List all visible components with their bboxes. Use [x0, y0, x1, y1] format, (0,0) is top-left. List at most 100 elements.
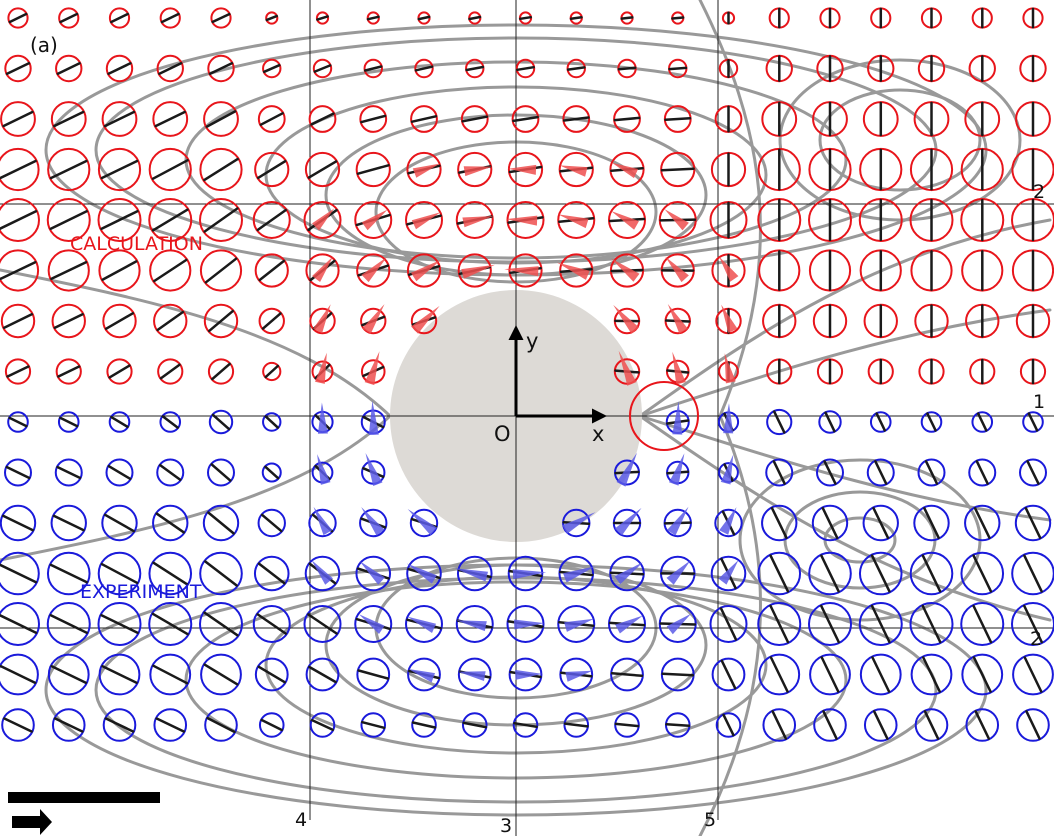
- calculation-glyph: [665, 351, 690, 385]
- polarization-axis: [53, 110, 85, 128]
- calculation-glyph: [721, 11, 736, 25]
- polarization-ellipse: [254, 253, 289, 288]
- experiment-glyph: [909, 602, 954, 646]
- experiment-glyph: [261, 462, 282, 483]
- contour-line: [638, 414, 1052, 522]
- polarization-ellipse: [315, 11, 330, 25]
- polarization-axis: [363, 65, 383, 72]
- experiment-glyph: [859, 653, 902, 696]
- polarization-axis: [152, 561, 189, 586]
- polarization-ellipse: [914, 708, 949, 742]
- polarization-ellipse: [559, 657, 594, 692]
- polarization-axis: [50, 665, 88, 684]
- experiment-glyph: [148, 602, 193, 646]
- experiment-glyph: [809, 653, 851, 696]
- experiment-glyph: [863, 708, 898, 742]
- polarization-axis: [872, 710, 889, 740]
- line-label-2-upper: 2: [1033, 181, 1045, 203]
- experiment-glyph: [200, 653, 242, 696]
- polarization-axis: [921, 554, 942, 593]
- polarization-ellipse: [508, 253, 543, 288]
- calculation-glyph: [960, 147, 1004, 192]
- calculation-glyph: [465, 58, 485, 79]
- calculation-glyph: [816, 54, 844, 83]
- experiment-glyph: [917, 458, 946, 487]
- flow-arrow: [407, 509, 437, 536]
- y-axis-label: y: [526, 329, 538, 353]
- panel-label: (a): [30, 33, 58, 57]
- experiment-glyph: [97, 551, 142, 596]
- calculation-glyph: [51, 303, 86, 339]
- polarization-ellipse: [714, 508, 743, 538]
- flow-arrow: [724, 353, 736, 384]
- polarization-ellipse: [51, 303, 86, 339]
- calculation-glyph: [757, 198, 802, 242]
- polarization-ellipse: [557, 605, 596, 643]
- flow-arrow: [618, 350, 637, 386]
- polarization-axis: [563, 722, 589, 728]
- contour-line: [638, 308, 1052, 418]
- experiment-glyph: [960, 602, 1005, 646]
- experiment-glyph: [0, 504, 37, 542]
- experiment-glyph: [1014, 504, 1052, 542]
- polarization-axis: [153, 258, 188, 283]
- polarization-axis: [513, 721, 538, 729]
- flow-arrow: [611, 258, 640, 282]
- polarization-axis: [610, 671, 644, 678]
- flow-arrow: [454, 568, 488, 582]
- calculation-glyph: [360, 304, 387, 335]
- polarization-axis: [6, 365, 30, 378]
- polarization-ellipse: [97, 147, 142, 192]
- calculation-glyph: [262, 58, 282, 79]
- polarization-axis: [257, 562, 286, 585]
- flow-arrow: [508, 164, 537, 175]
- experiment-glyph: [811, 504, 849, 542]
- polarization-ellipse: [1014, 504, 1052, 542]
- polarization-ellipse: [613, 105, 641, 133]
- polarization-ellipse: [711, 657, 746, 692]
- polarization-ellipse: [414, 58, 434, 79]
- polarization-ellipse: [356, 657, 391, 692]
- experiment-glyph: [454, 555, 493, 592]
- polarization-axis: [772, 410, 786, 434]
- flow-arrow: [616, 452, 637, 487]
- experiment-glyph: [0, 653, 39, 696]
- polarization-ellipse: [210, 7, 232, 29]
- experiment-glyph: [1022, 411, 1044, 433]
- flow-arrow: [317, 402, 328, 434]
- polarization-axis: [923, 507, 940, 539]
- calculation-glyph: [808, 198, 852, 242]
- experiment-glyph: [711, 657, 746, 692]
- polarization-axis: [103, 110, 136, 128]
- polarization-ellipse: [961, 653, 1004, 696]
- calculation-glyph: [964, 101, 1001, 137]
- polarization-axis: [204, 257, 238, 284]
- experiment-glyph: [1019, 458, 1047, 487]
- polarization-axis: [154, 110, 186, 128]
- polarization-axis: [722, 713, 735, 737]
- calculation-glyph: [460, 105, 489, 133]
- flow-arrow: [406, 563, 437, 584]
- calculation-glyph: [106, 358, 133, 385]
- calculation-glyph: [918, 358, 945, 385]
- calculation-glyph: [557, 253, 594, 288]
- polarization-axis: [417, 15, 431, 21]
- polarization-axis: [203, 611, 239, 637]
- calculation-glyph: [4, 54, 32, 83]
- polarization-ellipse: [363, 58, 383, 79]
- polarization-axis: [108, 364, 131, 379]
- polarization-ellipse: [159, 7, 181, 29]
- origin-label: O: [494, 422, 511, 446]
- polarization-axis: [0, 159, 37, 180]
- experiment-glyph: [355, 555, 392, 592]
- polarization-axis: [414, 65, 434, 72]
- experiment-glyph: [0, 602, 40, 646]
- flow-arrow: [361, 507, 385, 536]
- polarization-axis: [820, 656, 840, 693]
- calculation-glyph: [609, 151, 645, 188]
- calculation-glyph: [149, 249, 192, 292]
- experiment-glyph: [866, 458, 895, 487]
- polarization-axis: [973, 507, 991, 539]
- polarization-ellipse: [308, 105, 337, 133]
- calculation-glyph: [360, 351, 386, 386]
